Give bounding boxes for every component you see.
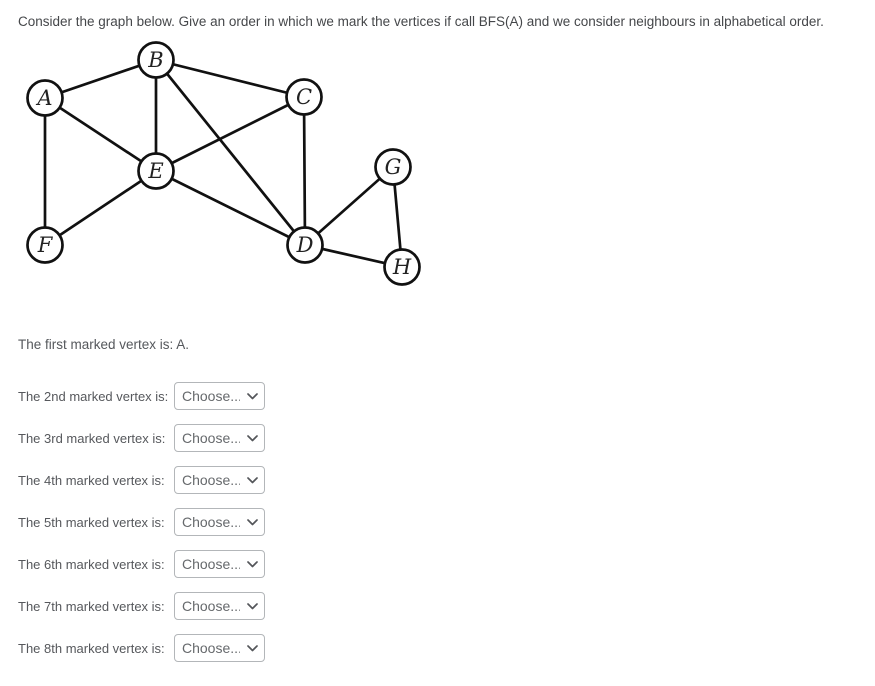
graph-vertex-G [374, 148, 412, 186]
graph-vertex-label-F: F [37, 233, 54, 257]
row-label-2nd: The 2nd marked vertex is: [18, 388, 169, 404]
graph-vertex-label-A: A [35, 86, 52, 110]
marked-vertex-row-7th: The 7th marked vertex is: Choose... [18, 592, 870, 620]
vertex-select-6th[interactable]: Choose... [174, 550, 265, 578]
graph-edge-B-C [154, 58, 306, 99]
question-text: Consider the graph below. Give an order … [18, 14, 824, 29]
vertex-select-2nd[interactable]: Choose... [174, 382, 265, 410]
vertex-select-wrap: Choose... [174, 508, 265, 536]
vertex-select-wrap: Choose... [174, 592, 265, 620]
vertex-select-wrap: Choose... [174, 550, 265, 578]
vertex-select-wrap: Choose... [174, 466, 265, 494]
marked-vertex-row-3rd: The 3rd marked vertex is: Choose... [18, 424, 870, 452]
first-marked-text: The first marked vertex is: A. [18, 337, 190, 352]
graph-vertex-label-G: G [385, 155, 402, 179]
marked-vertex-row-5th: The 5th marked vertex is: Choose... [18, 508, 870, 536]
graph-edge-A-E [43, 96, 158, 173]
graph-vertex-label-H: H [392, 255, 412, 279]
graph-edge-C-E [154, 95, 306, 173]
graph-edge-D-G [303, 165, 395, 247]
graph-edge-C-D [302, 95, 307, 247]
marked-vertex-row-6th: The 6th marked vertex is: Choose... [18, 550, 870, 578]
graph-vertex-D [286, 226, 324, 264]
answer-rows: The 2nd marked vertex is: Choose... The … [18, 382, 870, 662]
graph-edge-B-D [154, 58, 307, 247]
row-label-5th: The 5th marked vertex is: [18, 514, 165, 530]
graph-vertex-C [285, 78, 323, 116]
row-label-3rd: The 3rd marked vertex is: [18, 430, 166, 446]
row-label-8th: The 8th marked vertex is: [18, 640, 165, 656]
row-label-6th: The 6th marked vertex is: [18, 556, 165, 572]
graph-vertex-E [137, 152, 175, 190]
graph-vertex-F [26, 226, 64, 264]
vertex-select-3rd[interactable]: Choose... [174, 424, 265, 452]
vertex-select-5th[interactable]: Choose... [174, 508, 265, 536]
graph-vertex-B [137, 41, 175, 79]
row-label-7th: The 7th marked vertex is: [18, 598, 165, 614]
graph-vertex-H [383, 248, 421, 286]
vertex-select-8th[interactable]: Choose... [174, 634, 265, 662]
row-label-4th: The 4th marked vertex is: [18, 472, 165, 488]
vertex-select-4th[interactable]: Choose... [174, 466, 265, 494]
graph-vertex-A [26, 79, 64, 117]
graph-edge-E-F [43, 169, 158, 247]
vertex-select-7th[interactable]: Choose... [174, 592, 265, 620]
graph-image: A B C E G F D H [26, 41, 421, 286]
graph-vertex-label-C: C [296, 85, 312, 109]
graph-vertex-label-B: B [147, 48, 163, 72]
graph-edge-E-D [154, 169, 307, 247]
vertex-select-wrap: Choose... [174, 634, 265, 662]
vertex-select-wrap: Choose... [174, 382, 265, 410]
graph-edge-A-B [43, 58, 158, 100]
marked-vertex-row-8th: The 8th marked vertex is: Choose... [18, 634, 870, 662]
graph-vertex-label-D: D [296, 233, 314, 257]
graph-vertex-label-E: E [147, 159, 163, 183]
marked-vertex-row-4th: The 4th marked vertex is: Choose... [18, 466, 870, 494]
marked-vertex-row-2nd: The 2nd marked vertex is: Choose... [18, 382, 870, 410]
vertex-select-wrap: Choose... [174, 424, 265, 452]
